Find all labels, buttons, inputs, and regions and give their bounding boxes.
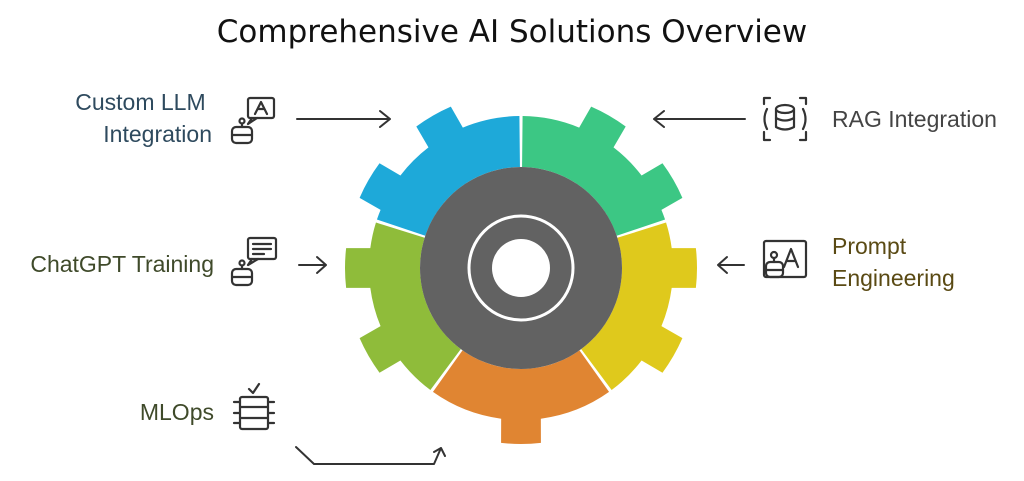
item-mlops: MLOps [140,382,446,465]
arrow-rag [653,110,746,128]
gear-segment-custom-llm [359,106,520,236]
gear-segment-rag [522,106,683,236]
item-custom-llm: Custom LLM Integration [75,89,391,147]
arrow-custom-llm [296,110,391,128]
arrow-chatgpt [298,256,327,274]
item-rag: RAG Integration [653,96,997,142]
arrow-mlops [295,446,446,465]
gear-hub [420,167,622,369]
item-label: MLOps [140,399,214,425]
gear-segment-prompt [581,222,698,391]
gear-segment-mlops [432,350,610,445]
robot-a-chat-icon [230,96,276,145]
robot-text-chat-icon [230,236,278,287]
item-label-line: Prompt [832,233,907,259]
robot-a-screen-icon [762,239,808,279]
item-label-line: Custom LLM [75,89,205,115]
database-scan-icon [762,96,808,142]
hub-ring [467,214,575,322]
item-label: RAG Integration [832,106,997,132]
server-check-icon [232,382,276,431]
item-label: ChatGPT Training [30,251,214,277]
gear-segment-chatgpt [344,222,461,391]
item-label: Custom LLM Integration [75,89,212,147]
gear [344,106,698,445]
arrow-prompt [717,256,745,274]
item-chatgpt: ChatGPT Training [30,236,327,287]
item-label: Prompt Engineering [832,233,955,291]
item-prompt: Prompt Engineering [717,233,955,291]
hub-hole [492,239,550,297]
item-label-line: Integration [103,121,212,147]
item-label-line: Engineering [832,265,955,291]
diagram-title: Comprehensive AI Solutions Overview [217,14,807,50]
